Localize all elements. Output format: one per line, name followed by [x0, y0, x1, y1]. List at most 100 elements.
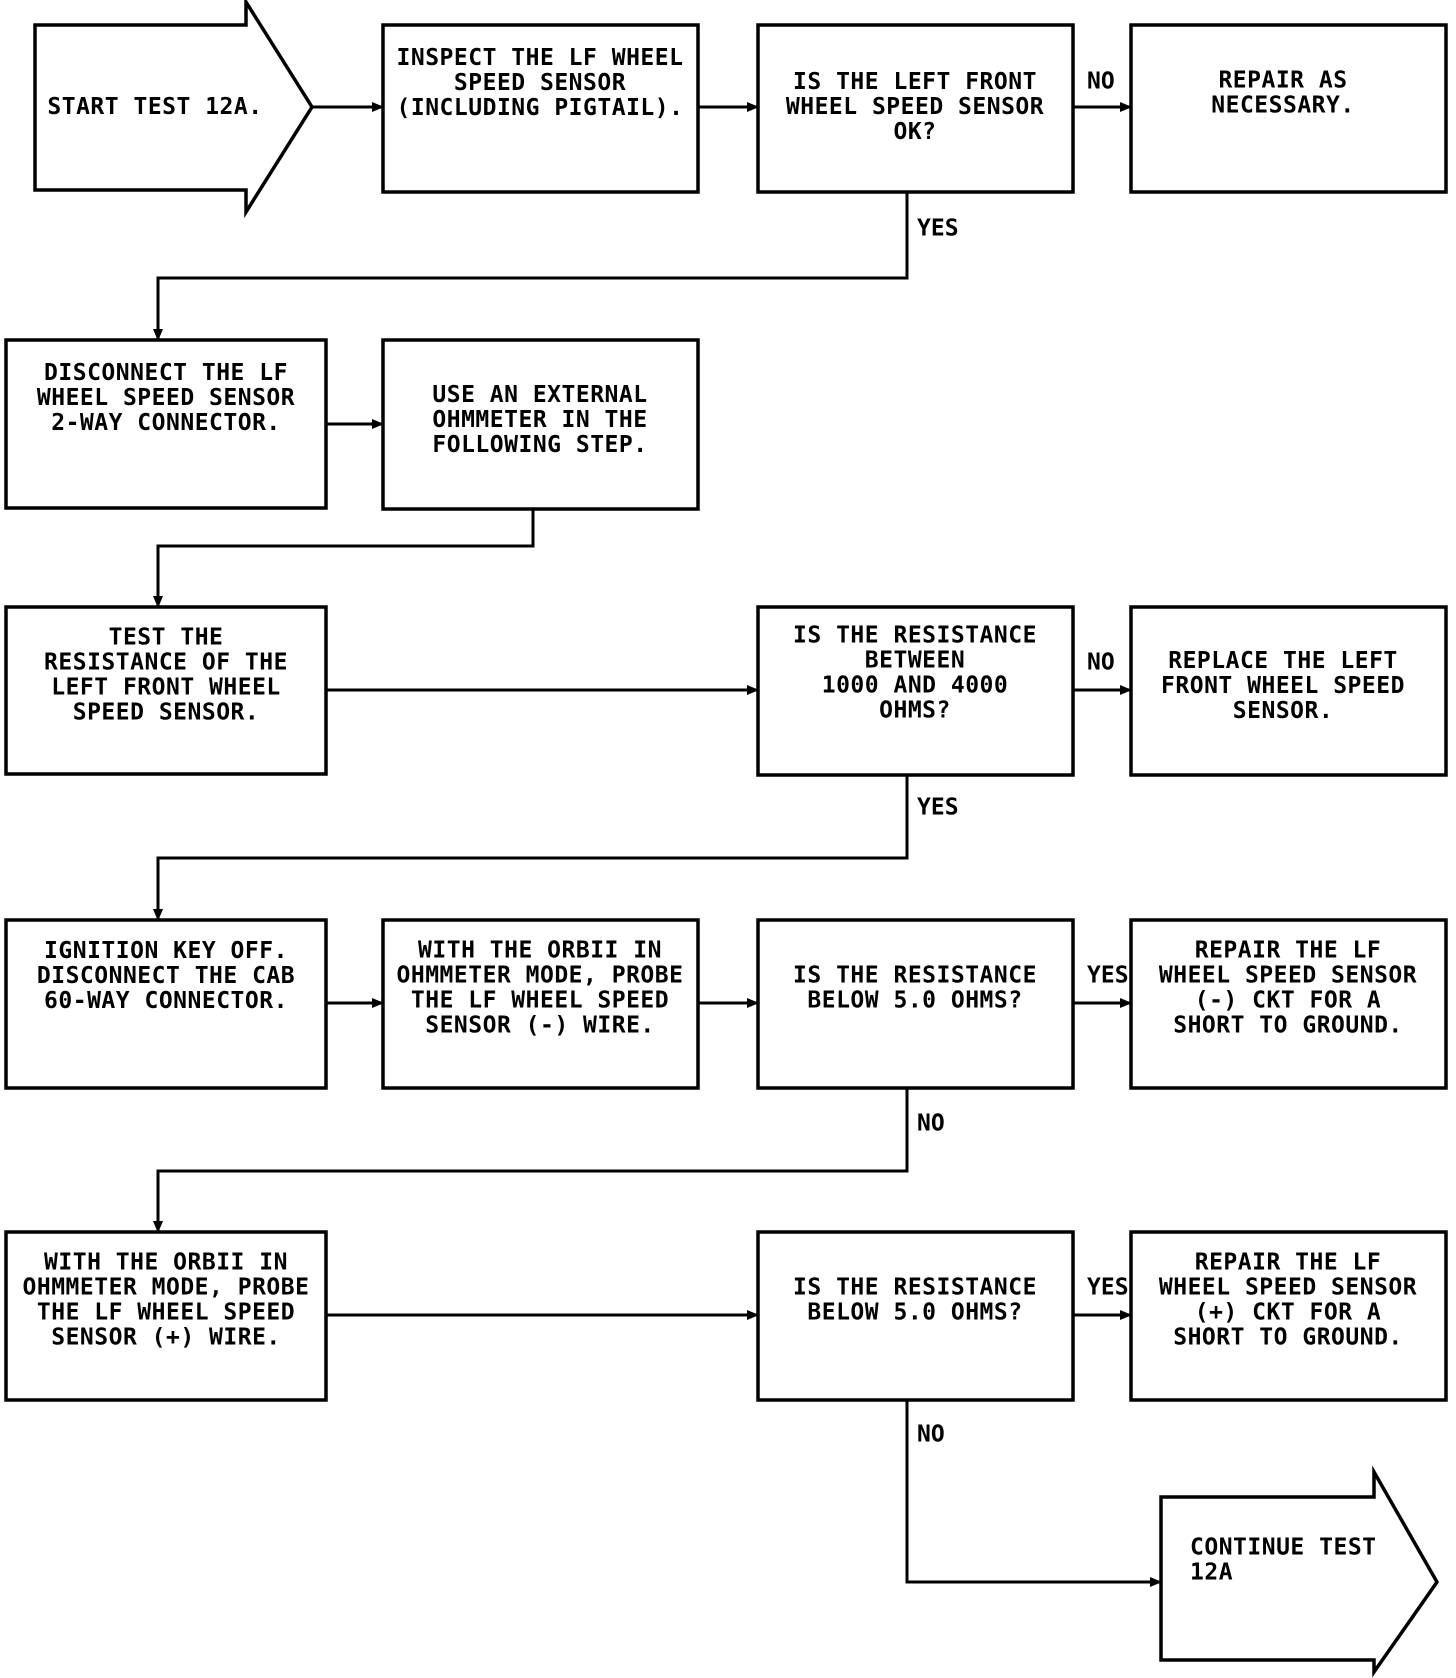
text-line: (-) CKT FOR A [1195, 987, 1382, 1013]
disconnect-2way-box [4, 338, 328, 510]
label-between-no: NO [1087, 650, 1115, 676]
edge-below-minus-no [153, 1088, 909, 1233]
text-line: REPAIR AS [1218, 67, 1347, 93]
text-line: SENSOR (+) WIRE. [51, 1324, 281, 1350]
text-line: FOLLOWING STEP. [432, 432, 647, 458]
text-line: OHMMETER MODE, PROBE [23, 1274, 310, 1300]
label-below-minus-yes: YES [1087, 963, 1129, 989]
text-line: (INCLUDING PIGTAIL). [397, 95, 684, 121]
text-line: (+) CKT FOR A [1195, 1299, 1382, 1325]
text-line: BETWEEN [865, 647, 965, 673]
text-line: THE LF WHEEL SPEED [37, 1299, 295, 1325]
label-below-plus-no: NO [917, 1422, 945, 1448]
text-line: BELOW 5.0 OHMS? [807, 987, 1022, 1013]
edge-sensor-ok-yes [153, 192, 909, 341]
continue-arrow-shape [1159, 1465, 1440, 1678]
text-line: RESISTANCE OF THE [44, 649, 288, 675]
edge-ohmmeter-to-test [153, 509, 535, 608]
repair-plus-box [1129, 1230, 1448, 1402]
test-resistance-box [4, 605, 328, 776]
probe-minus-box [381, 918, 700, 1090]
text-line: FRONT WHEEL SPEED [1161, 673, 1405, 699]
text-line: IS THE RESISTANCE [793, 962, 1037, 988]
text-line: OHMS? [879, 697, 951, 723]
question-sensor-ok-box [756, 23, 1075, 194]
text-line: SPEED SENSOR [454, 70, 626, 96]
edge-below-plus-no [905, 1400, 1162, 1587]
text-line: SENSOR (-) WIRE. [425, 1012, 655, 1038]
use-ohmmeter-box [381, 338, 700, 511]
text-line: IS THE RESISTANCE [793, 1274, 1037, 1300]
text-line: THE LF WHEEL SPEED [411, 987, 669, 1013]
edge-between-yes [153, 775, 909, 921]
edge-labels: NO YES NO YES YES NO YES NO [917, 69, 1129, 1448]
text-line: REPAIR THE LF [1195, 1249, 1382, 1275]
label-below-minus-no: NO [917, 1111, 945, 1137]
text-line: OHMMETER MODE, PROBE [397, 962, 684, 988]
text-line: INSPECT THE LF WHEEL [397, 45, 684, 71]
text-line: NECESSARY. [1211, 92, 1354, 118]
start-label: START TEST 12A. [47, 94, 262, 120]
text-line: WHEEL SPEED SENSOR [1159, 962, 1417, 988]
text-line: OHMMETER IN THE [432, 407, 647, 433]
text-line: SHORT TO GROUND. [1173, 1012, 1403, 1038]
text-line: START TEST 12A. [47, 94, 262, 120]
label-sensor-ok-yes: YES [917, 216, 959, 242]
text-line: SPEED SENSOR. [73, 699, 260, 725]
repair-as-necessary-box [1129, 23, 1448, 194]
text-line: DISCONNECT THE LF [44, 360, 288, 386]
text-line: WHEEL SPEED SENSOR [37, 385, 295, 411]
text-line: TEST THE [109, 624, 224, 650]
text-line: 12A [1190, 1559, 1233, 1585]
text-line: REPAIR THE LF [1195, 937, 1382, 963]
text-line: DISCONNECT THE CAB [37, 963, 295, 989]
text-line: OK? [893, 119, 936, 145]
text-line: WITH THE ORBII IN [44, 1249, 288, 1275]
text-line: REPLACE THE LEFT [1168, 648, 1398, 674]
text-line: WITH THE ORBII IN [418, 937, 662, 963]
inspect-box [381, 23, 700, 194]
text-line: LEFT FRONT WHEEL [51, 674, 281, 700]
text-line: IS THE LEFT FRONT [793, 69, 1037, 95]
question-resistance-between-box [756, 605, 1075, 777]
text-line: USE AN EXTERNAL [432, 382, 647, 408]
connectors [153, 102, 1162, 1587]
label-sensor-ok-no: NO [1087, 69, 1115, 95]
question-below-minus-box [756, 918, 1075, 1090]
repair-minus-box [1129, 918, 1448, 1090]
text-line: IGNITION KEY OFF. [44, 938, 288, 964]
label-between-yes: YES [917, 795, 959, 821]
text-line: SHORT TO GROUND. [1173, 1324, 1403, 1350]
text-line: WHEEL SPEED SENSOR [1159, 1274, 1417, 1300]
text-line: 2-WAY CONNECTOR. [51, 410, 281, 436]
probe-plus-box [4, 1230, 328, 1402]
text-line: CONTINUE TEST [1190, 1534, 1377, 1560]
